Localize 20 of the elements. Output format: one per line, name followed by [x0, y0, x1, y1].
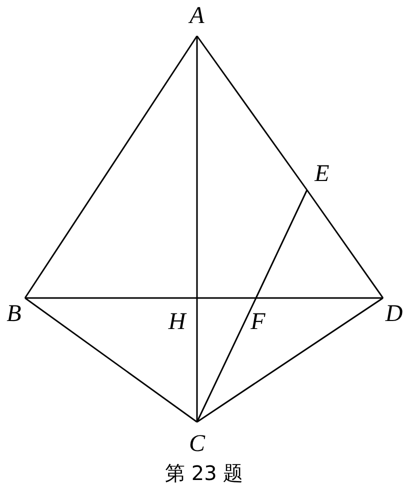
line-segment: [196, 36, 198, 298]
line-segment: [197, 297, 256, 299]
line-segment: [24, 297, 198, 423]
line-segment: [255, 190, 308, 298]
point-label: F: [250, 310, 266, 334]
point-label: H: [167, 310, 187, 334]
line-segment: [196, 298, 198, 422]
point-label: B: [6, 302, 22, 326]
point-label: E: [313, 162, 330, 186]
caption: 第 23 题: [165, 460, 244, 487]
point-label: C: [188, 432, 206, 456]
line-segment: [306, 190, 384, 298]
line-segment: [25, 297, 197, 299]
line-segment: [256, 297, 383, 299]
line-segment: [196, 36, 308, 190]
line-segment: [24, 36, 198, 298]
point-label: A: [187, 4, 206, 28]
line-segment: [196, 298, 257, 422]
point-label: D: [384, 302, 404, 326]
line-segment: [196, 297, 384, 423]
